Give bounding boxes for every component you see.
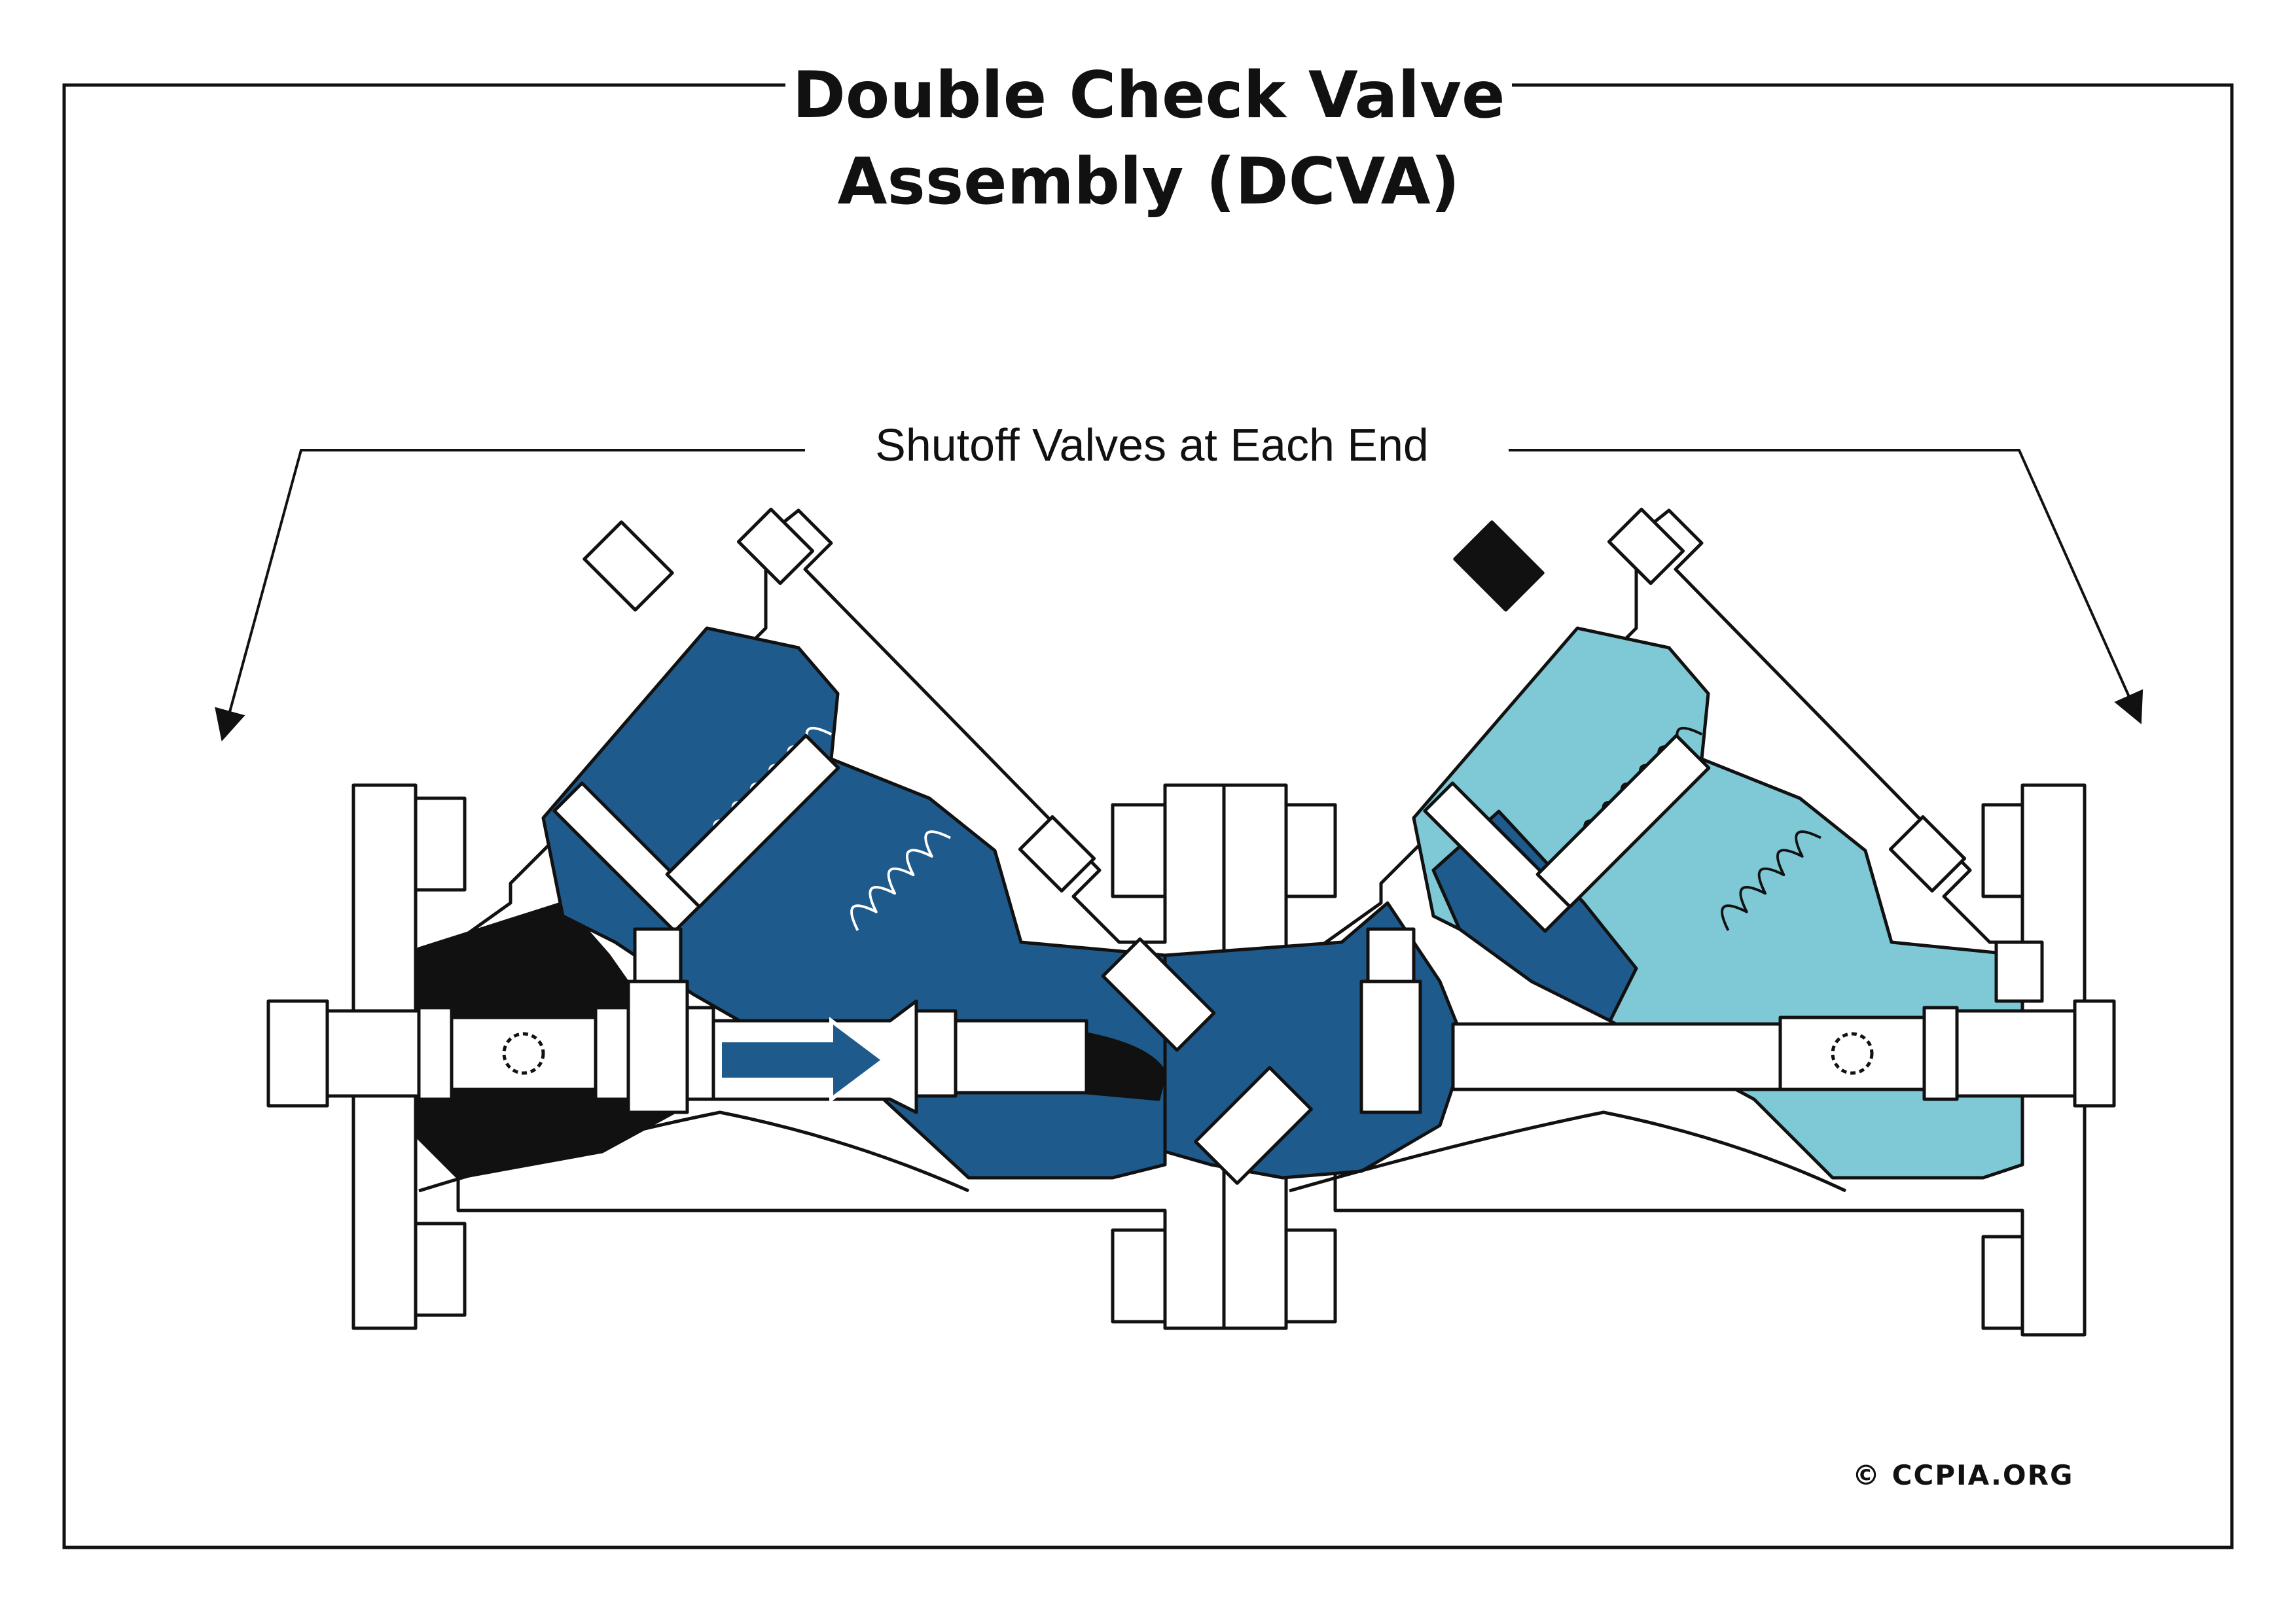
left-union-2 <box>417 1006 454 1101</box>
third-test-cock <box>1194 1066 1313 1185</box>
arrow-right-icon <box>718 1017 887 1103</box>
middle-flange-bolt-right-bottom <box>1284 1228 1337 1324</box>
title-frame-gap <box>785 72 1512 101</box>
second-check-cover-bolt <box>1607 507 1685 586</box>
middle-flange-bolt-bottom <box>1111 1228 1167 1324</box>
body-bottom-outline <box>418 1110 1847 1193</box>
second-check-disc <box>1423 781 1575 933</box>
test-piping <box>266 927 2116 1185</box>
second-check-stem <box>1535 733 1711 909</box>
diagram-title: Double Check Valve Assembly (DCVA) <box>772 52 1525 225</box>
title-line-1: Double Check Valve <box>792 58 1505 133</box>
mid-union <box>914 1009 958 1098</box>
second-check-cap <box>1453 520 1545 612</box>
right-pipe <box>1451 1022 1782 1091</box>
first-test-cock-union <box>685 1006 715 1101</box>
right-union-1 <box>1922 1006 1959 1101</box>
right-union <box>2073 999 2116 1108</box>
left-union-3 <box>594 1006 630 1101</box>
shutoff-valves-label: Shutoff Valves at Each End <box>875 419 1429 470</box>
outlet-flange-bolt-top <box>1981 803 2024 898</box>
title-line-2: Assembly (DCVA) <box>837 145 1460 219</box>
fourth-test-cock <box>1359 980 1422 1114</box>
left-union <box>266 999 329 1108</box>
second-check-side-bolt <box>1888 815 1967 893</box>
first-check-valve-body <box>351 507 1226 1330</box>
mid-nipple <box>954 1019 1088 1095</box>
fourth-test-cock-handle <box>1366 927 1416 983</box>
shutoff-pointer-left <box>215 449 805 742</box>
shutoff-pointer-right <box>1509 449 2144 724</box>
first-test-cock-handle <box>633 927 683 983</box>
copyright-mark: © CCPIA.ORG <box>1852 1459 2074 1491</box>
left-ball-valve-ball <box>502 1032 545 1075</box>
first-check-cap <box>583 520 674 612</box>
right-ball-valve-ball <box>1831 1032 1874 1075</box>
left-nipple <box>325 1009 421 1098</box>
middle-flange-bolt-right-top <box>1284 803 1337 898</box>
middle-flange-bolt-top <box>1111 803 1167 898</box>
first-check-disc <box>552 781 704 933</box>
inlet-flange-bolt-top <box>414 796 467 892</box>
first-test-cock <box>626 980 689 1114</box>
right-test-cock-handle <box>1994 940 2044 1003</box>
inlet-flange-bolt-bottom <box>414 1222 467 1317</box>
second-test-cock <box>1101 937 1216 1052</box>
mid-hose <box>1085 1032 1167 1101</box>
first-check-cover-bolt <box>736 507 815 586</box>
second-check-valve-body <box>1163 507 2087 1337</box>
outlet-flange-bolt-bottom <box>1981 1235 2024 1330</box>
first-check-stem <box>665 733 840 909</box>
right-nipple <box>1955 1009 2077 1098</box>
first-check-side-bolt <box>1018 815 1096 893</box>
